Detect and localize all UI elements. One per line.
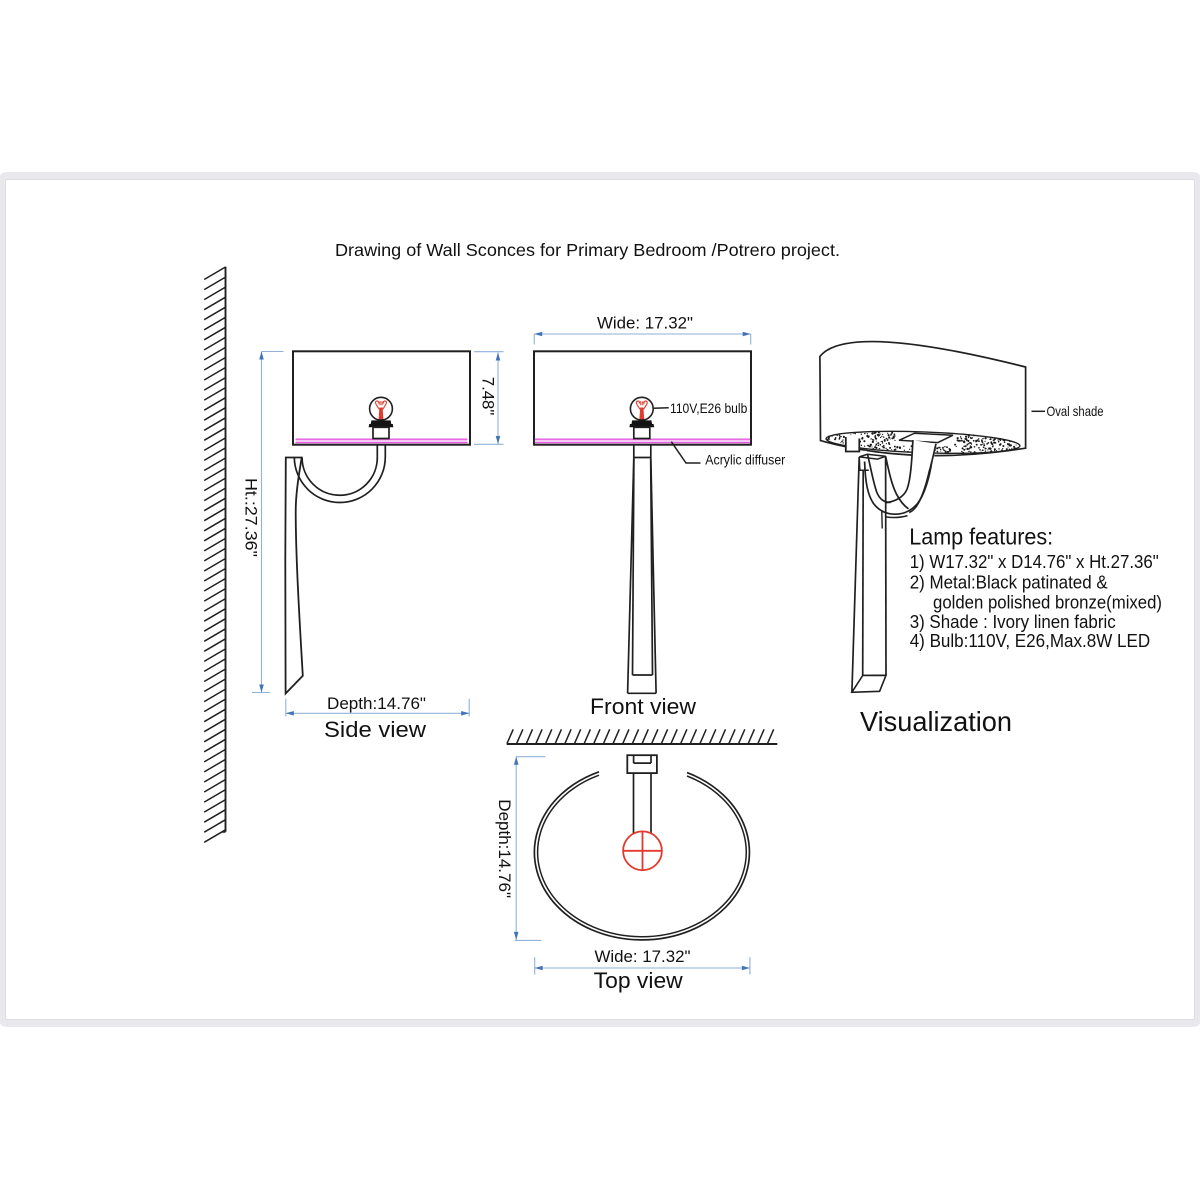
svg-text:3) Shade : Ivory linen fabric: 3) Shade : Ivory linen fabric	[910, 612, 1116, 632]
svg-text:Depth:14.76": Depth:14.76"	[327, 695, 426, 713]
svg-text:golden polished bronze(mixed): golden polished bronze(mixed)	[933, 593, 1162, 613]
svg-text:Side view: Side view	[324, 717, 427, 742]
svg-text:Depth:14.76": Depth:14.76"	[495, 799, 513, 898]
svg-text:4) Bulb:110V, E26,Max.8W LED: 4) Bulb:110V, E26,Max.8W LED	[910, 631, 1150, 651]
svg-text:Wide: 17.32": Wide: 17.32"	[595, 948, 691, 966]
svg-text:Ht.:27.36": Ht.:27.36"	[241, 478, 260, 557]
svg-text:Lamp features:: Lamp features:	[909, 524, 1053, 550]
svg-text:Top view: Top view	[594, 968, 684, 993]
svg-text:Front view: Front view	[590, 694, 697, 719]
svg-text:2) Metal:Black patinated &: 2) Metal:Black patinated &	[910, 572, 1108, 592]
svg-text:Acrylic diffuser: Acrylic diffuser	[705, 452, 785, 467]
svg-text:Drawing of Wall Sconces for Pr: Drawing of Wall Sconces for Primary Bedr…	[335, 240, 840, 260]
svg-text:Wide: 17.32": Wide: 17.32"	[597, 315, 693, 333]
svg-text:1) W17.32" x D14.76" x Ht.27.3: 1) W17.32" x D14.76" x Ht.27.36"	[910, 552, 1159, 572]
svg-text:Visualization: Visualization	[860, 706, 1012, 737]
svg-text:Oval shade: Oval shade	[1047, 404, 1104, 419]
svg-text:7.48": 7.48"	[478, 377, 496, 416]
svg-text:110V,E26 bulb: 110V,E26 bulb	[670, 401, 748, 416]
